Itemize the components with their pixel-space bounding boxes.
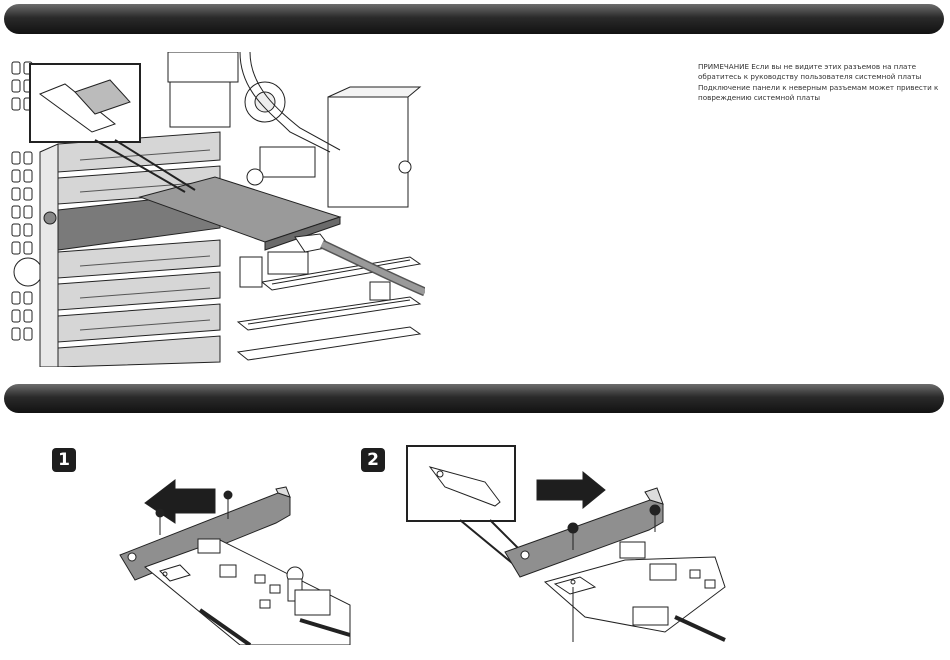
note-line: ПРИМЕЧАНИЕ Если вы не видите этих разъем… xyxy=(698,62,948,72)
arrow-icon xyxy=(537,472,605,508)
section-header-bar-bottom xyxy=(4,384,944,413)
step-1-badge: 1 xyxy=(52,448,76,472)
note-line: Подключение панели к неверным разъемам м… xyxy=(698,83,948,93)
step-2-badge: 2 xyxy=(361,448,385,472)
note-line: повреждению системной платы xyxy=(698,93,948,103)
installation-illustration xyxy=(10,52,425,367)
section-header-bar-top xyxy=(4,4,944,34)
note-text: ПРИМЕЧАНИЕ Если вы не видите этих разъем… xyxy=(698,62,948,104)
note-line: обратитесь к руководству пользователя си… xyxy=(698,72,948,82)
step-2-illustration xyxy=(405,442,735,642)
step-1-illustration xyxy=(100,475,360,645)
arrow-icon xyxy=(145,480,215,523)
